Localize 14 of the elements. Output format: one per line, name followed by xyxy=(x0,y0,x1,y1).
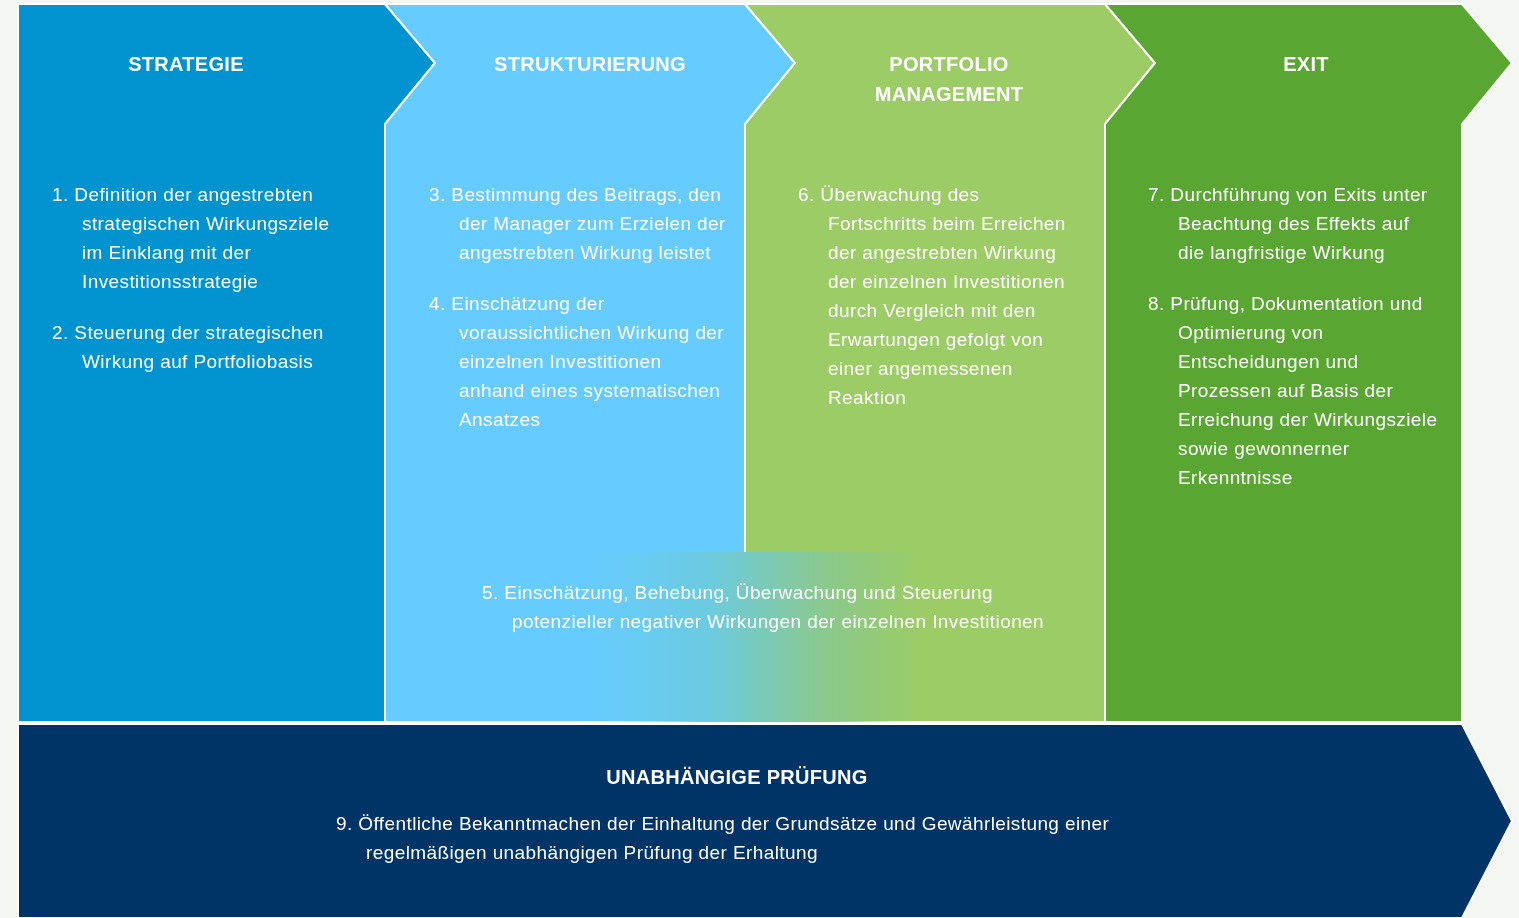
step-heading: UNABHÄNGIGE PRÜFUNG xyxy=(605,765,869,790)
step-heading: PORTFOLIO MANAGEMENT xyxy=(873,52,1025,107)
step-heading: STRUKTURIERUNG xyxy=(493,52,687,77)
list-item: 8. Prüfung, Dokumentation und Optimierung von Entscheidungen und Prozessen auf Basis der Erreichung der Wirkungsziele sowie gewonnerner Erkenntnisse xyxy=(1148,292,1438,490)
list-item: 1. Definition der angestrebten strategischen Wirkungsziele im Einklang mit der Investitionsstrategie xyxy=(52,183,331,294)
list-item: 9. Öffentliche Bekanntmachen der Einhaltung der Grundsätze und Gewährleistung einer regelmäßigen unabhängigen Prüfung der Erhaltung xyxy=(336,812,1111,865)
list-item: 5. Einschätzung, Behebung, Überwachung und Steuerung potenzieller negativer Wirkungen der einzelnen Investitionen xyxy=(482,581,1046,634)
list-item: 3. Bestimmung des Beitrags, den der Manager zum Erzielen der angestrebten Wirkung leistet xyxy=(429,183,727,265)
list-item: 6. Überwachung des Fortschritts beim Erreichen der angestrebten Wirkung der einzelnen Investitionen durch Vergleich mit den Erwartungen gefolgt von einer angemessenen Reaktion xyxy=(798,183,1067,410)
list-item: 4. Einschätzung der voraussichtlichen Wirkung der einzelnen Investitionen anhand eines systematischen Ansatzes xyxy=(429,292,726,432)
step-heading: STRATEGIE xyxy=(127,52,245,77)
list-item: 7. Durchführung von Exits unter Beachtung des Effekts auf die langfristige Wirkung xyxy=(1148,183,1429,265)
list-item: 2. Steuerung der strategischen Wirkung auf Portfoliobasis xyxy=(52,321,325,374)
step-heading: EXIT xyxy=(1282,52,1330,77)
